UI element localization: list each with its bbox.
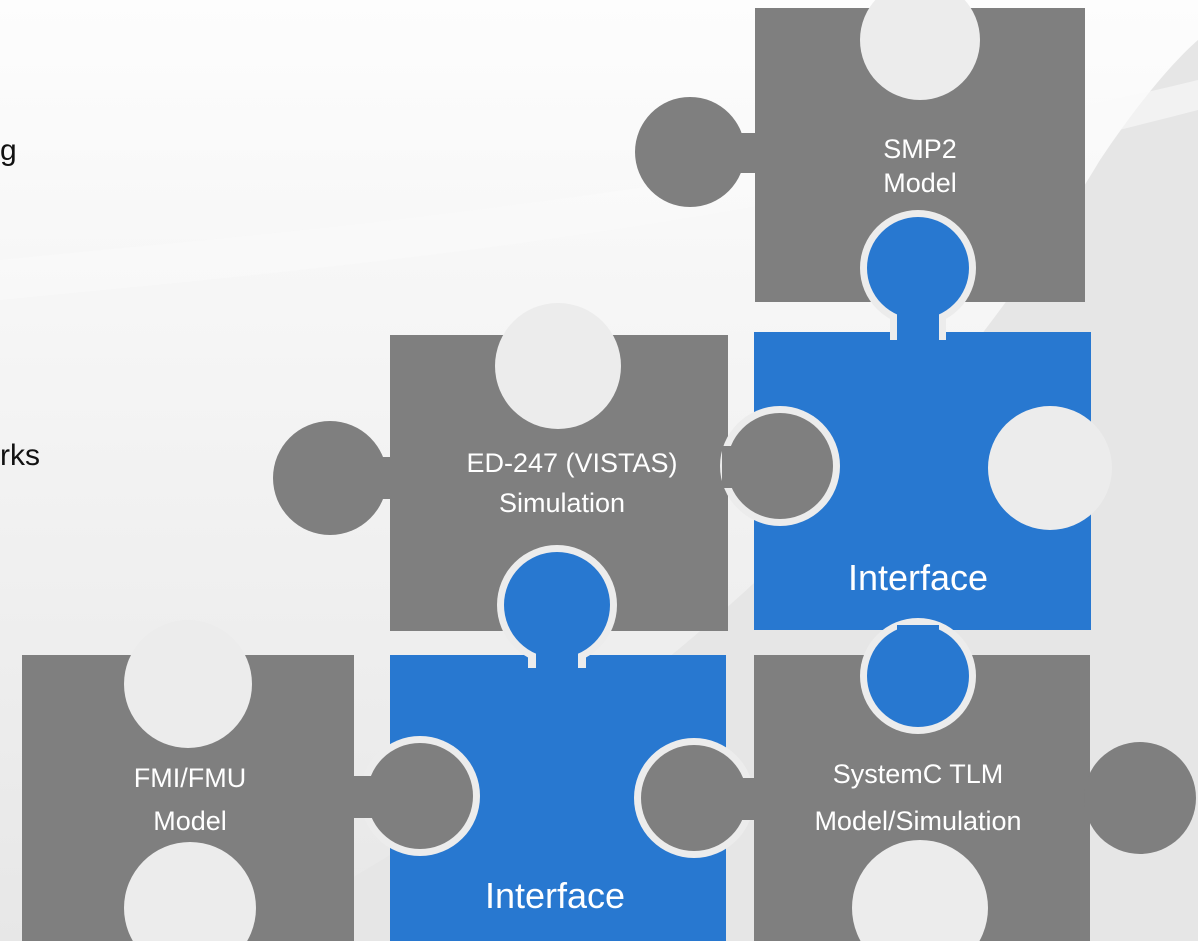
interface-upper-right-notch	[988, 406, 1112, 530]
systemc-right-tab	[1084, 742, 1196, 854]
systemc-tlm-piece: SystemC TLM Model/Simulation	[634, 618, 1196, 941]
smp2-model-piece: SMP2 Model	[635, 0, 1085, 302]
interface-upper-top-neck	[897, 290, 939, 340]
clipped-text-fragment-2: rks	[0, 439, 40, 472]
interface-lower-top-neck	[536, 628, 578, 668]
interface-lower-label: Interface	[485, 875, 625, 916]
systemc-right-neck	[1085, 777, 1125, 819]
ed247-right-tab	[727, 413, 833, 519]
smp2-title-line2: Model	[883, 168, 957, 198]
fmi-right-neck	[352, 776, 394, 818]
systemc-bottom-notch	[852, 840, 988, 941]
background-swoosh-highlight	[0, 80, 1198, 300]
ed247-top-notch	[495, 303, 621, 429]
clipped-text-fragment-1: g	[0, 134, 17, 167]
interface-upper-piece: Interface	[720, 210, 1112, 630]
interface-upper-label: Interface	[848, 557, 988, 598]
interface-lower-piece: Interface	[352, 545, 726, 941]
fmi-right-tab	[367, 743, 473, 849]
smp2-title-line1: SMP2	[883, 134, 957, 164]
fmi-title-line1: FMI/FMU	[134, 763, 246, 793]
smp2-top-notch	[860, 0, 980, 100]
fmi-fmu-model-piece: FMI/FMU Model	[22, 620, 354, 941]
systemc-title-line1: SystemC TLM	[833, 759, 1004, 789]
interface-upper-bottom-neck	[897, 625, 939, 665]
interface-lower-top-tab	[504, 552, 610, 658]
interface-upper-top-tab	[867, 217, 969, 319]
fmi-bottom-notch	[124, 842, 256, 941]
smp2-left-neck	[700, 133, 760, 173]
systemc-left-neck	[720, 778, 762, 820]
systemc-title-line2: Model/Simulation	[814, 806, 1021, 836]
ed247-title-line2: Simulation	[499, 488, 625, 518]
interface-upper-bottom-tab	[867, 625, 969, 727]
systemc-left-tab	[641, 745, 747, 851]
smp2-left-tab	[635, 97, 745, 207]
ed247-title-line1: ED-247 (VISTAS)	[466, 448, 677, 478]
ed247-left-neck	[350, 457, 395, 499]
ed247-left-tab	[273, 421, 387, 535]
ed247-right-neck	[722, 446, 752, 488]
fmi-title-line2: Model	[153, 806, 227, 836]
fmi-top-notch	[124, 620, 252, 748]
